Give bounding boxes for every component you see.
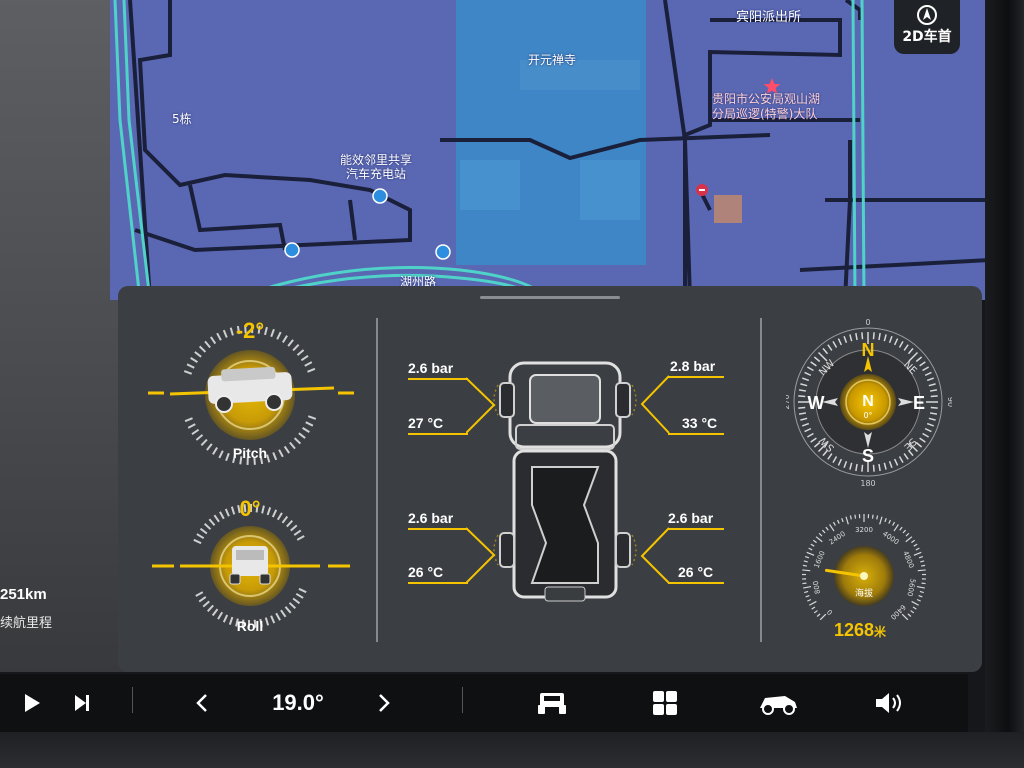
temp-down-button[interactable] (186, 674, 218, 732)
volume-button[interactable] (870, 674, 910, 732)
rear-right-temp: 26 °C (678, 564, 714, 580)
front-left-temp-line (408, 433, 468, 435)
altitude-value: 1268 (833, 620, 875, 640)
pitch-label: Pitch (232, 445, 268, 461)
separator-2 (462, 687, 463, 713)
pitch-value: -2° (235, 318, 265, 343)
map-roads (113, 0, 990, 300)
altimeter-scale-label: 1600 (813, 550, 827, 570)
compass-heading-degrees: 0° (863, 411, 872, 420)
next-track-button[interactable] (66, 674, 98, 732)
apps-button[interactable] (645, 674, 685, 732)
roll-value: 0° (239, 496, 261, 521)
map-label-building[interactable]: 5栋 (172, 112, 192, 126)
altimeter-needle (824, 568, 866, 578)
compass-e: E (913, 393, 925, 413)
compass-arrow-icon (917, 5, 937, 25)
map-label-patrol-line1[interactable]: 贵阳市公安局观山湖 (712, 92, 821, 106)
bottom-control-bar (0, 674, 968, 732)
compass-s: S (862, 446, 874, 466)
front-left-temp: 27 °C (408, 415, 444, 431)
roll-label: Roll (236, 618, 264, 634)
compass-heading-letter: N (862, 393, 874, 410)
altimeter-scale-label: 4000 (881, 530, 900, 547)
divider-left (376, 318, 378, 642)
rear-right-pressure-line (668, 528, 724, 530)
compass-w: W (808, 393, 825, 413)
compass-deg-0: 0 (865, 318, 870, 327)
apps-icon (653, 691, 677, 715)
left-info-panel: 251km 续航里程 (0, 0, 130, 672)
map-label-patrol-line2[interactable]: 分局巡逻(特警)大队 (712, 107, 818, 121)
altimeter-scale-label: 2400 (828, 530, 847, 547)
vehicle-settings-icon (760, 696, 797, 715)
map-view-mode-button[interactable]: 2D车首 (894, 0, 960, 54)
rear-left-temp-line (408, 582, 468, 584)
temp-down-icon (196, 694, 207, 712)
front-right-pressure-line (668, 376, 724, 378)
compass-n: N (862, 340, 875, 360)
map-view-mode-label: 2D车首 (902, 29, 952, 45)
altimeter-label: 海拔 (855, 587, 873, 599)
rear-left-pressure-line (408, 528, 468, 530)
offroad-mode-button[interactable] (532, 674, 572, 732)
altimeter-scale-label: 5600 (905, 578, 916, 597)
map-label-charging-line1[interactable]: 能效邻里共享 (340, 153, 413, 167)
front-left-pressure-line (408, 378, 468, 380)
volume-icon (876, 693, 901, 713)
play-icon (25, 694, 40, 712)
compass-deg-90: 90 (946, 397, 952, 407)
map-label-charging-line2[interactable]: 汽车充电站 (346, 167, 407, 181)
divider-right (760, 318, 762, 642)
front-right-temp: 33 °C (682, 415, 718, 431)
front-right-connector (640, 375, 670, 434)
temperature-value: 19.0° (272, 690, 324, 715)
altimeter-scale-label: 4800 (901, 550, 915, 570)
separator-1 (132, 687, 133, 713)
vehicle-settings-button[interactable] (754, 674, 802, 732)
front-left-connector (466, 377, 496, 434)
compass-dial: N E S W NE SE SW NW 0 90 180 270 N 0° (786, 318, 952, 488)
front-right-pressure: 2.8 bar (670, 358, 716, 374)
altitude-unit: 米 (874, 625, 887, 639)
altimeter-scale-label: 3200 (855, 526, 873, 534)
front-right-temp-line (668, 433, 724, 435)
play-button[interactable] (16, 674, 48, 732)
next-track-icon (75, 695, 89, 711)
altimeter-scale-label: 0 (826, 608, 835, 617)
map-label-road[interactable]: 湖州路 (400, 275, 437, 289)
rear-right-connector (640, 527, 670, 584)
rear-left-connector (466, 527, 496, 584)
navigation-map[interactable]: 宾阳派出所 开元禅寺 贵阳市公安局观山湖 分局巡逻(特警)大队 5栋 能效邻里共… (110, 0, 990, 300)
range-value: 251km (0, 586, 47, 603)
altimeter-scale-label: 6400 (889, 603, 907, 620)
altitude-readout: 1268米 (800, 620, 920, 641)
rear-left-pressure: 2.6 bar (408, 510, 454, 526)
vehicle-top-view (493, 361, 637, 602)
front-left-pressure: 2.6 bar (408, 360, 454, 376)
altimeter-scale-label: 800 (812, 580, 822, 595)
roll-gauge (152, 503, 350, 629)
range-label: 续航里程 (0, 616, 53, 631)
screen-bezel-right (985, 0, 1024, 768)
front-vehicle-icon (229, 546, 271, 585)
temp-up-button[interactable] (368, 674, 400, 732)
rear-right-temp-line (668, 582, 724, 584)
compass-deg-270: 270 (786, 394, 791, 409)
temp-up-icon (379, 694, 390, 712)
panel-drag-handle[interactable] (480, 296, 620, 299)
rear-right-pressure: 2.6 bar (668, 510, 714, 526)
side-vehicle-icon (207, 366, 293, 413)
map-label-temple[interactable]: 开元禅寺 (528, 53, 577, 67)
pitch-gauge (148, 325, 354, 465)
compass-deg-180: 180 (860, 479, 875, 488)
offroad-icon (538, 693, 566, 714)
map-label-police-station[interactable]: 宾阳派出所 (736, 10, 802, 25)
temperature-display[interactable]: 19.0° (244, 674, 352, 732)
screen-bezel-bottom (0, 732, 1024, 768)
rear-left-temp: 26 °C (408, 564, 444, 580)
